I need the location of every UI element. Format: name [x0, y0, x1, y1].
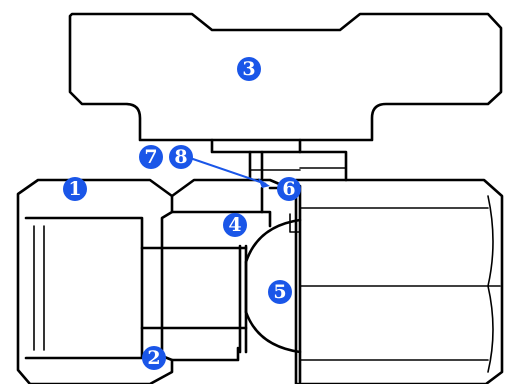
callout-7: 7 [139, 145, 163, 169]
callout-3: 3 [237, 57, 261, 81]
leader-arrow [189, 157, 270, 188]
callout-6: 6 [277, 177, 301, 201]
right-body [294, 178, 504, 384]
ball [244, 213, 302, 354]
callout-1: 1 [63, 177, 87, 201]
callout-5: 5 [268, 280, 292, 304]
callout-8: 8 [169, 145, 193, 169]
valve-stem [210, 138, 348, 182]
callout-2: 2 [142, 346, 166, 370]
callout-4: 4 [223, 213, 247, 237]
handle-lever [68, 12, 503, 142]
